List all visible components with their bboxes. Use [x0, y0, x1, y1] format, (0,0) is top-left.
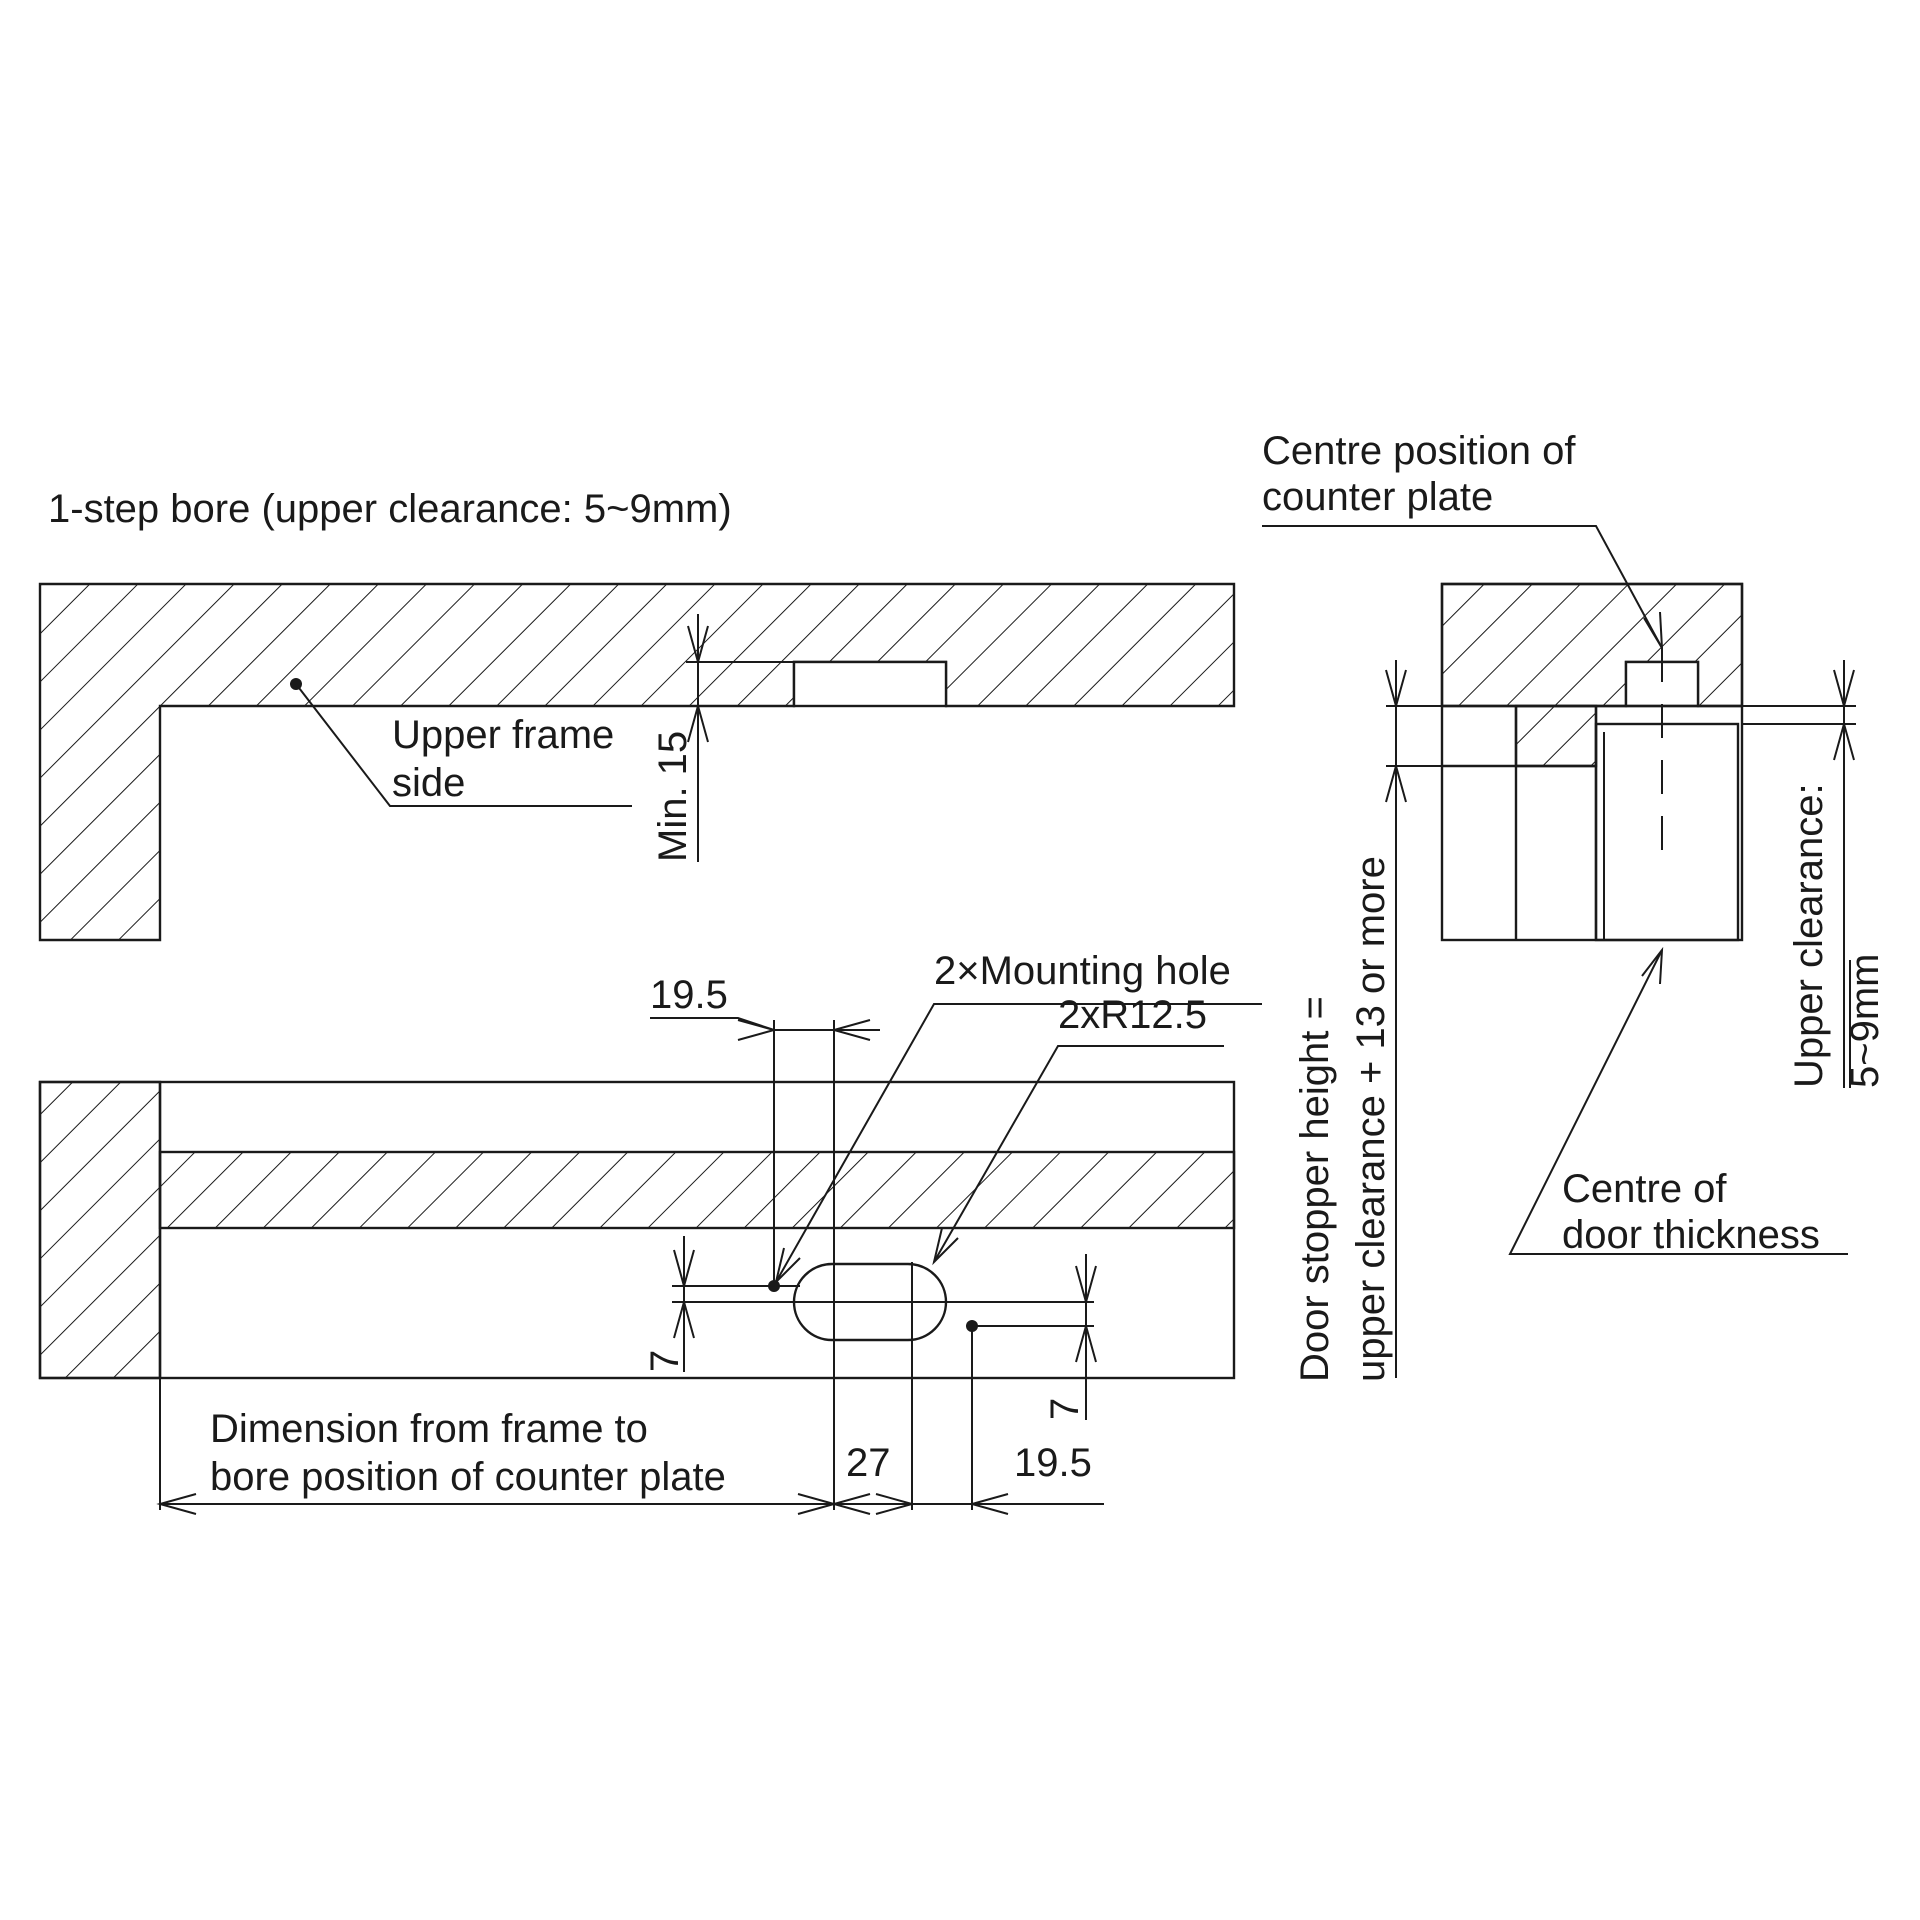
- centre-counter-label-2: counter plate: [1262, 475, 1493, 519]
- upper-frame-section: [38, 582, 1236, 942]
- dim-frame-label: Dimension from frame to: [210, 1407, 648, 1451]
- mounting-hole-label: 2×Mounting hole: [934, 949, 1231, 993]
- door-leaf: [1594, 722, 1740, 942]
- upper-frame-side-label: Upper frame: [392, 713, 614, 757]
- door-stopper-label-2: upper clearance + 13 or more: [1349, 856, 1393, 1382]
- middle-hatched-strip: [158, 1150, 1236, 1230]
- dim-7-right-label: 7: [1043, 1398, 1087, 1420]
- dim-19-5-bottom-label: 19.5: [1014, 1441, 1092, 1485]
- centre-counter-label: Centre position of: [1262, 429, 1576, 473]
- dim-7-left-label: 7: [643, 1350, 687, 1372]
- counter-plate-section: [38, 1003, 1262, 1515]
- upper-clearance-label: Upper clearance:: [1787, 783, 1831, 1088]
- centre-door-label: Centre of: [1562, 1167, 1727, 1211]
- side-stopper-hatched: [1514, 704, 1598, 768]
- upper-frame-hatched-body: [38, 582, 1236, 942]
- side-section: [1262, 525, 1856, 1378]
- upper-frame-side-label-2: side: [392, 761, 465, 805]
- dim-27-label: 27: [846, 1441, 891, 1485]
- frame-end-hatched: [38, 1080, 162, 1380]
- dim-19-5-top-label: 19.5: [650, 973, 728, 1017]
- door-stopper-label: Door stopper height =: [1293, 996, 1337, 1382]
- bore-pocket: [792, 660, 948, 708]
- dim-frame-label-2: bore position of counter plate: [210, 1455, 726, 1499]
- title: 1-step bore (upper clearance: 5~9mm): [48, 487, 732, 531]
- centre-door-label-2: door thickness: [1562, 1213, 1820, 1257]
- min15-label: Min. 15: [651, 731, 695, 862]
- radius-label: 2xR12.5: [1058, 993, 1207, 1037]
